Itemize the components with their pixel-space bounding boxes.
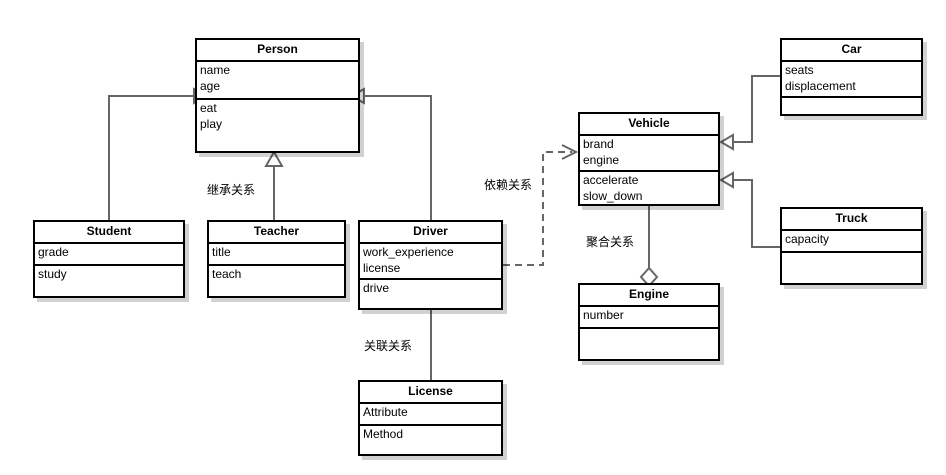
attributes-compartment-vehicle: brand engine bbox=[580, 136, 718, 172]
edge-label-association: 关联关系 bbox=[364, 339, 413, 353]
method-row: slow_down bbox=[583, 189, 643, 203]
edge-label-dependency: 依赖关系 bbox=[484, 178, 533, 192]
methods-compartment-vehicle: accelerate slow_down bbox=[580, 172, 718, 208]
attribute-row: seats bbox=[785, 63, 814, 77]
attributes-compartment-student: grade bbox=[35, 244, 183, 266]
uml-class-car[interactable]: Car seats displacement bbox=[780, 38, 923, 116]
methods-compartment-license: Method bbox=[360, 426, 501, 458]
uml-class-teacher[interactable]: Teacher title teach bbox=[207, 220, 346, 298]
class-title-person: Person bbox=[197, 40, 358, 62]
class-title-truck: Truck bbox=[782, 209, 921, 231]
class-title-engine: Engine bbox=[580, 285, 718, 307]
uml-class-vehicle[interactable]: Vehicle brand engine accelerate slow_dow… bbox=[578, 112, 720, 206]
methods-compartment-car bbox=[782, 98, 921, 118]
edge-teacher-person[interactable] bbox=[264, 149, 284, 220]
methods-compartment-teacher: teach bbox=[209, 266, 344, 300]
attribute-row: Attribute bbox=[363, 405, 408, 419]
edge-truck-vehicle[interactable] bbox=[719, 171, 780, 248]
class-title-vehicle: Vehicle bbox=[580, 114, 718, 136]
edge-vehicle-engine[interactable] bbox=[639, 206, 659, 288]
attributes-compartment-license: Attribute bbox=[360, 404, 501, 426]
class-title-teacher: Teacher bbox=[209, 222, 344, 244]
edge-driver-person[interactable] bbox=[350, 87, 432, 220]
methods-compartment-driver: drive bbox=[360, 280, 501, 312]
attribute-row: capacity bbox=[785, 232, 830, 246]
method-row: study bbox=[38, 267, 67, 281]
attributes-compartment-driver: work_experience license bbox=[360, 244, 501, 280]
methods-compartment-truck bbox=[782, 253, 921, 287]
uml-class-student[interactable]: Student grade study bbox=[33, 220, 185, 298]
uml-class-truck[interactable]: Truck capacity bbox=[780, 207, 923, 285]
edge-driver-vehicle[interactable] bbox=[503, 144, 579, 266]
attribute-row: name bbox=[200, 63, 231, 77]
class-title-car: Car bbox=[782, 40, 921, 62]
uml-class-license[interactable]: License Attribute Method bbox=[358, 380, 503, 456]
attributes-compartment-engine: number bbox=[580, 307, 718, 329]
methods-compartment-student: study bbox=[35, 266, 183, 300]
uml-class-engine[interactable]: Engine number bbox=[578, 283, 720, 361]
method-row: eat bbox=[200, 101, 217, 115]
class-title-driver: Driver bbox=[360, 222, 501, 244]
attribute-row: engine bbox=[583, 153, 620, 167]
method-row: Method bbox=[363, 427, 404, 441]
edge-student-person[interactable] bbox=[108, 87, 208, 220]
attribute-row: grade bbox=[38, 245, 69, 259]
attributes-compartment-truck: capacity bbox=[782, 231, 921, 253]
method-row: teach bbox=[212, 267, 242, 281]
attribute-row: title bbox=[212, 245, 231, 259]
attribute-row: age bbox=[200, 79, 221, 93]
methods-compartment-person: eat play bbox=[197, 100, 358, 155]
edge-label-inheritance: 继承关系 bbox=[207, 183, 256, 197]
edge-car-vehicle[interactable] bbox=[719, 75, 780, 151]
edge-label-aggregation: 聚合关系 bbox=[586, 235, 635, 249]
attributes-compartment-teacher: title bbox=[209, 244, 344, 266]
attribute-row: license bbox=[363, 261, 401, 275]
class-title-license: License bbox=[360, 382, 501, 404]
uml-class-person[interactable]: Person name age eat play bbox=[195, 38, 360, 153]
attributes-compartment-person: name age bbox=[197, 62, 358, 100]
uml-class-driver[interactable]: Driver work_experience license drive bbox=[358, 220, 503, 310]
method-row: play bbox=[200, 117, 223, 131]
attribute-row: displacement bbox=[785, 79, 856, 93]
method-row: accelerate bbox=[583, 173, 639, 187]
methods-compartment-engine bbox=[580, 329, 718, 363]
attribute-row: work_experience bbox=[363, 245, 454, 259]
attributes-compartment-car: seats displacement bbox=[782, 62, 921, 98]
attribute-row: brand bbox=[583, 137, 614, 151]
class-title-student: Student bbox=[35, 222, 183, 244]
method-row: drive bbox=[363, 281, 390, 295]
attribute-row: number bbox=[583, 308, 624, 322]
